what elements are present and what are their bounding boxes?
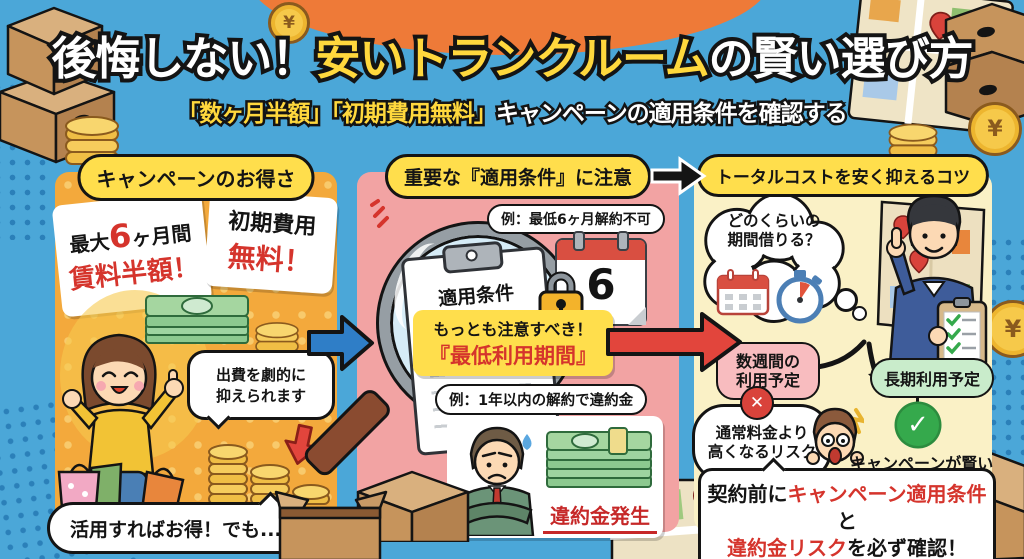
example-bottom-pill: 例：1年以内の解約で違約金 <box>435 384 648 415</box>
conclusion-line1: 契約前にキャンペーン適用条件と <box>707 482 987 533</box>
card1-number: 6 <box>106 215 134 257</box>
sparkle-icon <box>369 196 403 234</box>
page-title: 後悔しない！安いトランクルームの賢い選び方 後悔しない！安いトランクルームの賢い… <box>47 28 977 89</box>
stopwatch-icon <box>774 268 824 328</box>
example-top-pill: 例：最低6ヶ月解約不可 <box>487 204 665 234</box>
money-stack-icon <box>140 288 255 354</box>
thought-trail-circle <box>852 306 867 321</box>
warning-line1: もっとも注意すべき！ <box>433 320 593 339</box>
arrow-right-icon <box>606 310 746 378</box>
penalty-label: 違約金発生 <box>543 500 657 534</box>
calendar-number: 6 <box>586 260 616 309</box>
connector-line <box>916 396 919 406</box>
panel-campaign-benefit: キャンペーンのお得さ 最大6ヶ月間 賃料半額！ 初期費用 無料！ <box>47 154 339 554</box>
short-term-label: 数週間の 利用予定 <box>735 351 800 390</box>
coin-stacks-decreasing-icon <box>207 428 331 512</box>
speech-bubble-savings-text: 出費を劇的に 抑えられます <box>215 366 306 405</box>
title-part-3: の賢い選び方 <box>708 32 974 85</box>
cross-icon: ✕ <box>740 386 774 420</box>
money-bundle-icon <box>543 424 658 498</box>
example-bottom-text: 例：1年以内の解約で違約金 <box>449 393 634 409</box>
long-term-pill: 長期利用予定 <box>870 358 995 398</box>
card1-suffix: ヶ月間 <box>130 220 193 251</box>
card2-line2: 無料！ <box>226 240 313 279</box>
coin-icon: ¥ <box>968 102 1022 156</box>
panel-total-cost-tips: トータルコストを安く抑えるコツ どのくらいの 期間借りる？ <box>692 154 996 559</box>
short-term-risk-text: 通常料金より 高くなるリスク <box>707 423 817 461</box>
coin-stack-icon <box>884 96 942 166</box>
subtitle-highlight: 「数ヶ月半額」「初期費用無料」 <box>177 101 496 127</box>
arrow-right-icon <box>306 312 376 378</box>
panel2-header: 重要な『適用条件』に注意 <box>384 154 652 199</box>
bottom-bubble-useful: 活用すればお得！でも... <box>47 491 305 554</box>
long-term-label: 長期利用予定 <box>884 370 981 389</box>
conclusion-box: 契約前にキャンペーン適用条件と 違約金リスクを必ず確認！ <box>698 457 996 559</box>
worried-man-illustration <box>449 422 543 540</box>
dots-right-edge <box>986 235 1024 485</box>
coin-stack-icon <box>251 298 303 360</box>
panel-conditions-warning: 重要な『適用条件』に注意 適用条件 例：最低6ヶ月解約不可 6 <box>300 154 679 538</box>
arrow-right-icon <box>650 156 708 200</box>
example-top-text: 例：最低6ヶ月解約不可 <box>501 212 651 228</box>
coin-icon: ¥ <box>268 2 310 44</box>
panel3-header: トータルコストを安く抑えるコツ <box>696 154 990 197</box>
title-part-2: 安いトランクルーム <box>315 32 709 85</box>
bottom-bubble-text: 活用すればお得！でも... <box>70 518 282 541</box>
thought-bubble-text: どのくらいの 期間借りる？ <box>727 212 821 250</box>
thought-trail-circle <box>834 288 858 312</box>
man-with-map-illustration <box>812 190 988 396</box>
warning-box: もっとも注意すべき！ 『最低利用期間』 <box>413 310 613 376</box>
penalty-card: 違約金発生 <box>447 416 663 538</box>
conclusion-line2: 違約金リスクを必ず確認！ <box>727 536 967 559</box>
offer-card-initial-free: 初期費用 無料！ <box>203 189 339 295</box>
clipboard-title: 適用条件 <box>437 281 516 311</box>
shocked-face-illustration <box>806 404 868 482</box>
warning-line2: 『最低利用期間』 <box>429 344 597 368</box>
page-subtitle: 「数ヶ月半額」「初期費用無料」キャンペーンの適用条件を確認する 「数ヶ月半額」「… <box>175 99 850 130</box>
cardboard-box-icon <box>272 486 388 559</box>
speech-bubble-savings: 出費を劇的に 抑えられます <box>187 350 335 430</box>
cardboard-box-icon <box>938 0 1024 132</box>
panel1-header: キャンペーンのお得さ <box>77 154 315 201</box>
title-part-1: 後悔しない！ <box>51 32 316 85</box>
check-icon: ✓ <box>897 404 939 446</box>
subtitle-rest: キャンペーンの適用条件を確認する <box>495 101 848 127</box>
mini-calendar-icon <box>716 268 770 320</box>
card1-prefix: 最大 <box>68 229 111 258</box>
